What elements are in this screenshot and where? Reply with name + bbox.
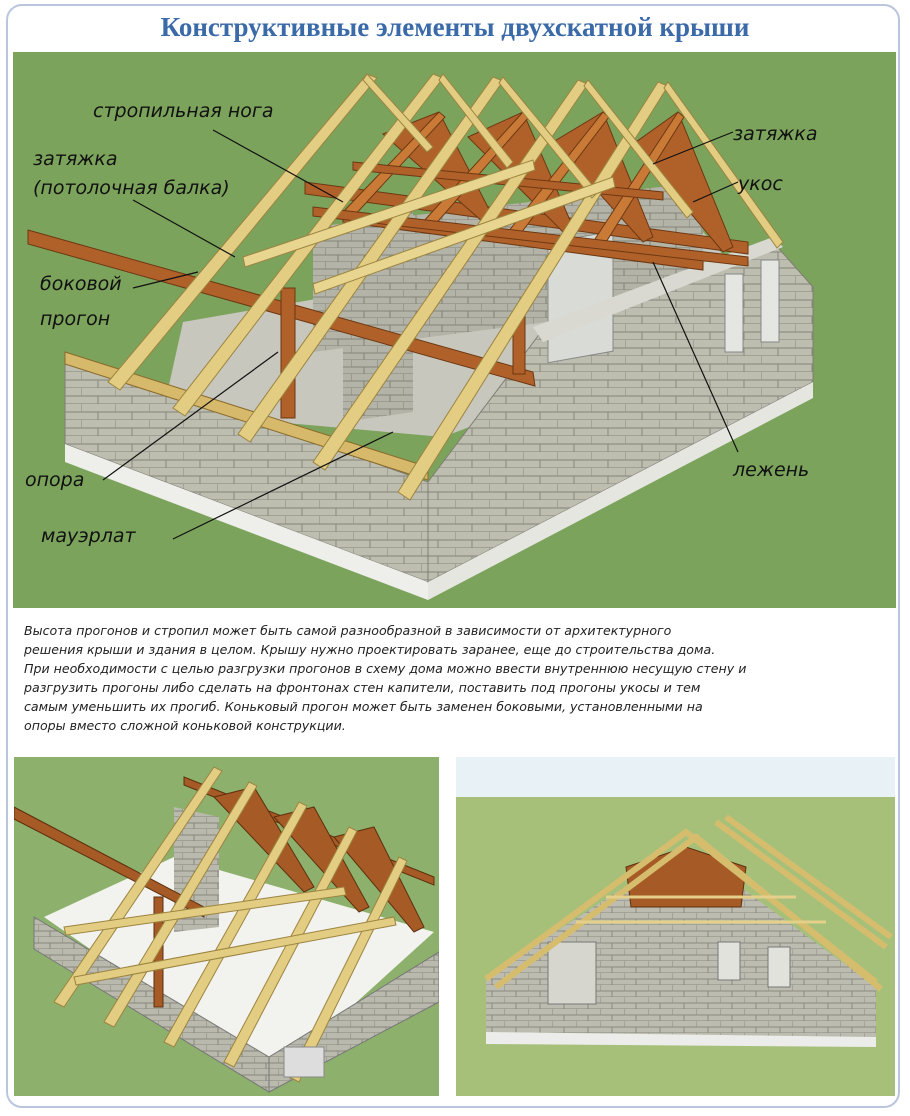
sky: [456, 757, 895, 797]
tie-beam: [242, 159, 536, 268]
label-wall-plate: мауэрлат: [41, 525, 136, 547]
label-tie-right: затяжка: [733, 123, 817, 145]
foundation: [486, 1032, 876, 1047]
post: [280, 287, 296, 419]
description: Высота прогонов и стропил может быть сам…: [24, 621, 888, 735]
label-rafter-leg: стропильная нога: [93, 100, 274, 122]
description-line: При необходимости с целью разгрузки прог…: [24, 661, 747, 676]
main-roof-illustration: стропильная нога затяжка (потолочная бал…: [13, 52, 896, 608]
window: [717, 941, 741, 981]
label-side-purlin-2: прогон: [40, 308, 110, 330]
floor: [44, 857, 434, 1077]
label-tie-beam-1: затяжка: [33, 148, 117, 170]
rafter-group: [484, 814, 893, 992]
foundation-front: [65, 444, 428, 600]
foundation-side: [428, 382, 813, 600]
description-line: самым уменьшить их прогиб. Коньковый про…: [24, 699, 703, 714]
window: [760, 259, 780, 343]
description-line: Высота прогонов и стропил может быть сам…: [24, 623, 672, 638]
window: [547, 941, 597, 1005]
label-brace: укос: [737, 173, 783, 195]
window: [283, 1046, 325, 1078]
right-roof-illustration: [456, 757, 895, 1096]
page-title: Конструктивные элементы двухскатной крыш…: [160, 12, 750, 42]
window: [767, 946, 791, 988]
label-post: опора: [25, 469, 84, 491]
description-line: решения крыши и здания в целом. Крышу ну…: [24, 642, 716, 657]
label-sill: лежень: [732, 459, 809, 481]
left-roof-illustration: [14, 757, 439, 1096]
window: [724, 273, 744, 353]
description-line: разгрузить прогоны либо сделать на фронт…: [24, 680, 701, 695]
side-purlin: [14, 806, 205, 918]
description-line: опоры вместо сложной коньковой конструкц…: [24, 718, 346, 733]
rafter-group: [53, 766, 408, 1083]
leader-lines: [102, 129, 739, 540]
label-tie-beam-2: (потолочная балка): [33, 177, 230, 199]
label-side-purlin-1: боковой: [40, 273, 122, 295]
tie-beam: [312, 176, 616, 295]
